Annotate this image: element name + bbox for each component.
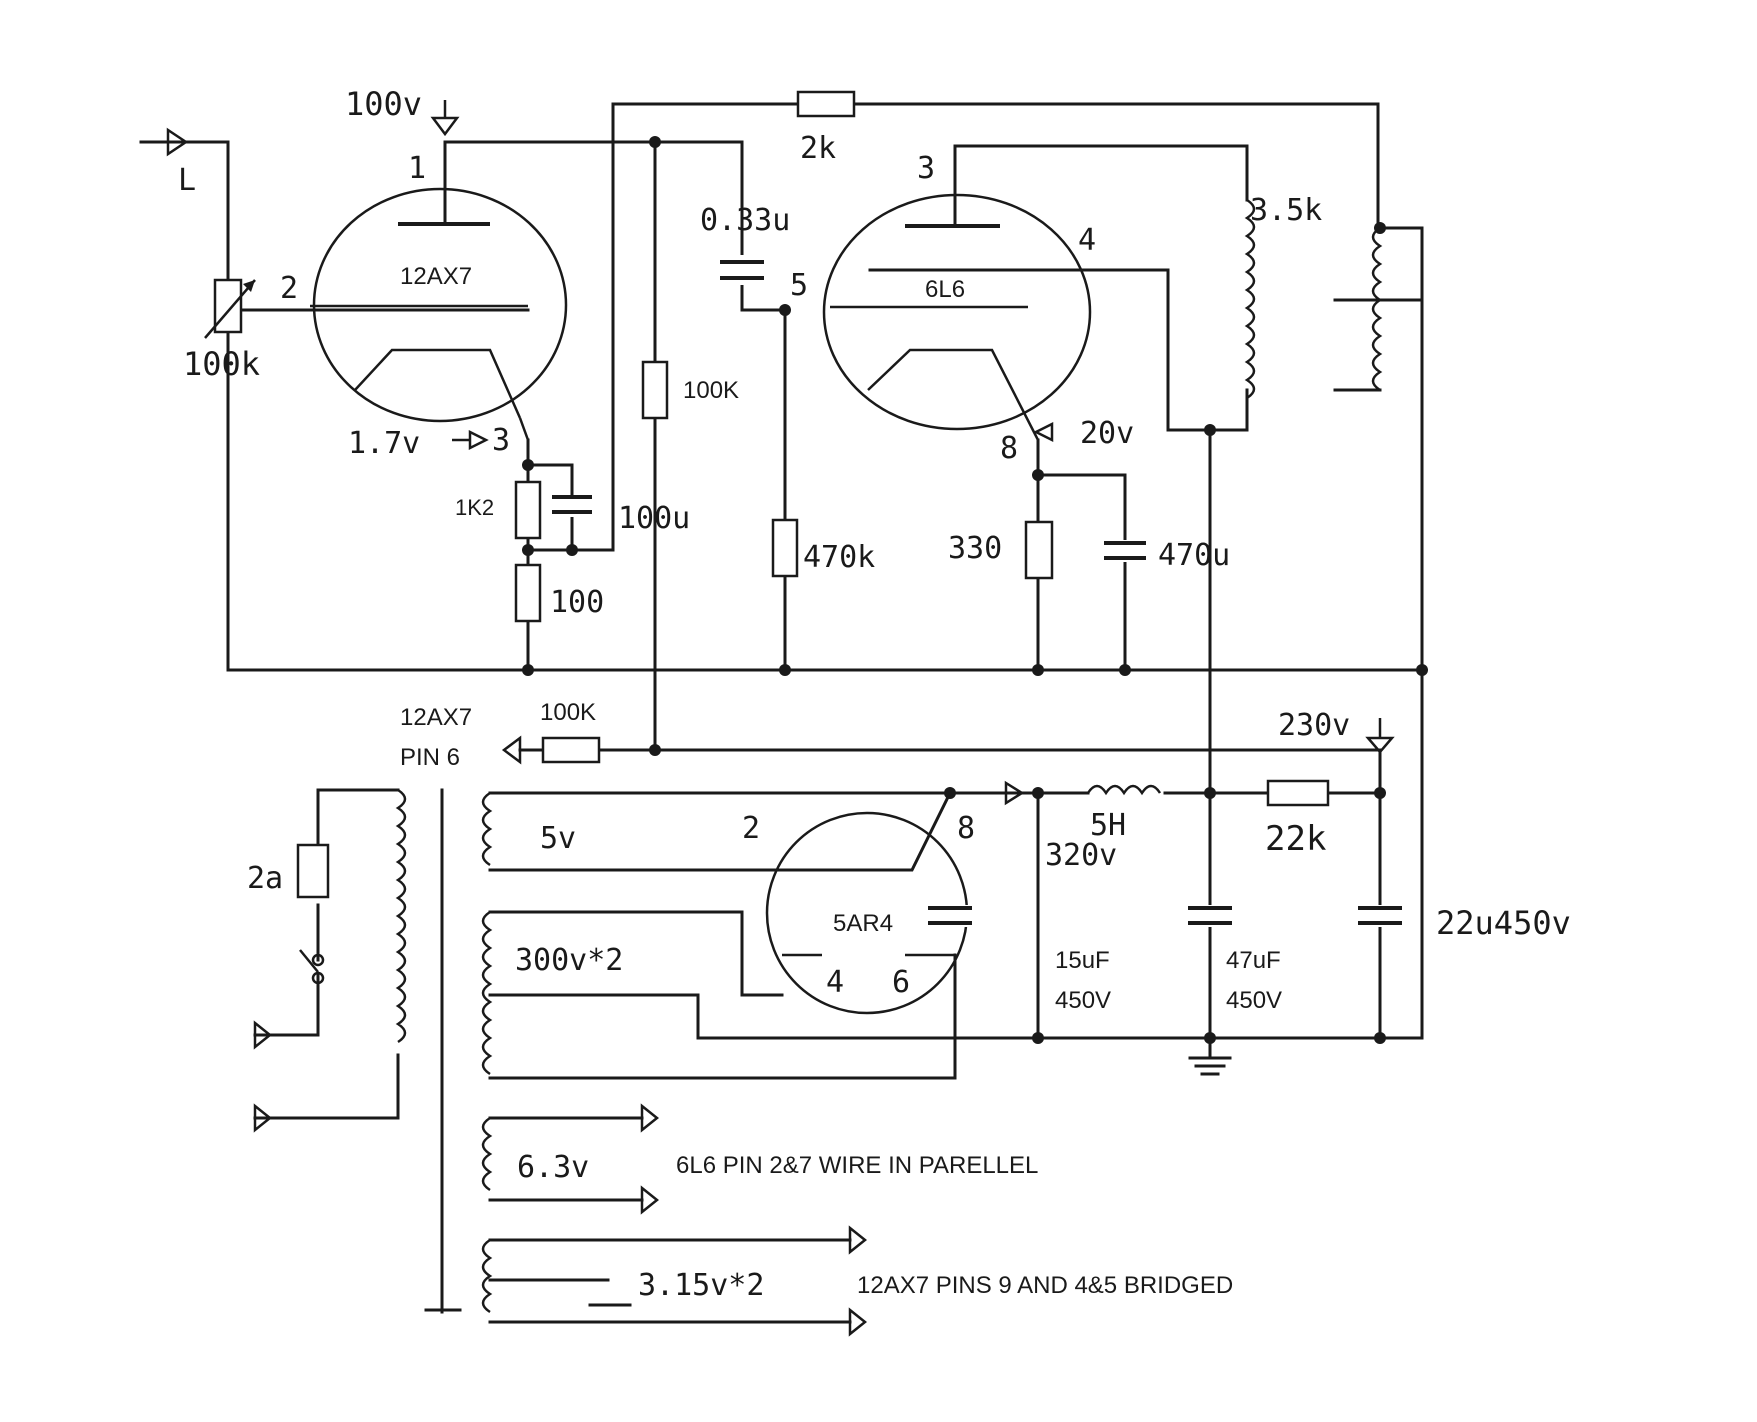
voltage-1-7v: 1.7v: [348, 426, 420, 461]
pin-preamp-cathode: 3: [492, 423, 510, 458]
r-100k-b: 100K: [540, 699, 596, 726]
wiring: [139, 102, 1424, 1324]
input-terminal-icon: [166, 127, 189, 157]
r-22k: 22k: [1265, 819, 1326, 859]
resistor-2k: [796, 90, 856, 118]
c-470u: 470u: [1158, 538, 1230, 573]
pin-power-cathode: 8: [1000, 431, 1018, 466]
winding-5v: 5v: [540, 821, 576, 856]
inductors: [395, 198, 1383, 1314]
pin-preamp-plate: 1: [408, 151, 426, 186]
voltage-100v: 100v: [345, 85, 422, 123]
note-12ax7: 12AX7 PINS 9 AND 4&5 BRIDGED: [857, 1272, 1233, 1299]
heater-3v15-out2-icon: [848, 1307, 868, 1337]
c2-voltage: 450V: [1226, 987, 1282, 1014]
c-22u450v: 22u450v: [1436, 904, 1571, 942]
mains-in-1-icon: [253, 1020, 273, 1050]
tube-12ax7-label: 12AX7: [400, 263, 472, 290]
pin-rect-4: 4: [826, 965, 844, 1000]
pin-rect-2: 2: [742, 811, 760, 846]
cap-0-33u: 0.33u: [700, 203, 790, 238]
junctions: [522, 136, 1428, 1044]
tube-6l6-label: 6L6: [925, 276, 965, 303]
r-330: 330: [948, 531, 1002, 566]
heater-ref-pin: PIN 6: [400, 744, 460, 771]
r-1k2: 1K2: [455, 495, 494, 520]
terminals: [166, 100, 1395, 1337]
pin-power-screen: 4: [1078, 223, 1096, 258]
r-2k: 2k: [800, 131, 836, 166]
pin-power-grid: 5: [790, 268, 808, 303]
capacitors: [550, 255, 1402, 927]
ground-icon: [1188, 1036, 1232, 1076]
r-100k-plate: 100K: [683, 377, 739, 404]
heater-ref-tube: 12AX7: [400, 704, 472, 731]
resistor-100k-plate: [641, 360, 669, 420]
c1-voltage: 450V: [1055, 987, 1111, 1014]
note-6l6: 6L6 PIN 2&7 WIRE IN PARELLEL: [676, 1152, 1038, 1179]
winding-6v3: 6.3v: [517, 1150, 589, 1185]
choke-5h: 5H: [1090, 808, 1126, 843]
tube-5ar4-label: 5AR4: [833, 910, 893, 937]
voltage-20v: 20v: [1080, 416, 1134, 451]
pot-100k: 100k: [183, 345, 260, 383]
r-100: 100: [550, 585, 604, 620]
resistor-470k: [771, 518, 799, 578]
pin-preamp-grid: 2: [280, 271, 298, 306]
resistor-100k-b: [541, 736, 601, 764]
winding-300v: 300v*2: [515, 943, 623, 978]
c2-value: 47uF: [1226, 947, 1281, 974]
probe-1-7v-icon: [468, 429, 489, 451]
pin-power-plate: 3: [917, 151, 935, 186]
heater-3v15-out1-icon: [848, 1225, 868, 1255]
r-470k: 470k: [803, 540, 875, 575]
ot-3-5k: 3.5k: [1250, 193, 1322, 228]
potentiometer: [204, 278, 256, 339]
winding-3v15: 3.15v*2: [638, 1268, 764, 1303]
power-tube: [822, 193, 1092, 441]
probe-20v-icon: [1033, 421, 1054, 443]
fuse-2a: 2a: [247, 861, 283, 896]
pin-rect-8: 8: [957, 811, 975, 846]
resistors: [296, 90, 1330, 899]
power-switch: [299, 949, 325, 985]
pin-rect-6: 6: [892, 965, 910, 1000]
c1-value: 15uF: [1055, 947, 1110, 974]
input-label: L: [178, 163, 196, 198]
probe-100v-icon: [430, 116, 460, 137]
fuse: [296, 843, 330, 899]
c-100u: 100u: [618, 501, 690, 536]
labels: L 100v 1 2 3 12AX7 100k 1.7v 1K2 100u 10…: [178, 85, 1571, 1303]
resistor-22k: [1266, 779, 1330, 807]
voltage-320v: 320v: [1045, 838, 1117, 873]
heater-6v3-out1-icon: [640, 1103, 660, 1133]
probe-320v-icon: [1004, 780, 1025, 806]
resistor-330: [1024, 520, 1054, 580]
resistor-100: [514, 563, 542, 623]
preamp-tube: [310, 187, 568, 441]
mains-in-2-icon: [253, 1103, 273, 1133]
voltage-230v: 230v: [1278, 708, 1350, 743]
resistor-1k2: [514, 480, 542, 540]
heater-6v3-out2-icon: [640, 1185, 660, 1215]
heater-ref-terminal-icon: [501, 735, 522, 765]
